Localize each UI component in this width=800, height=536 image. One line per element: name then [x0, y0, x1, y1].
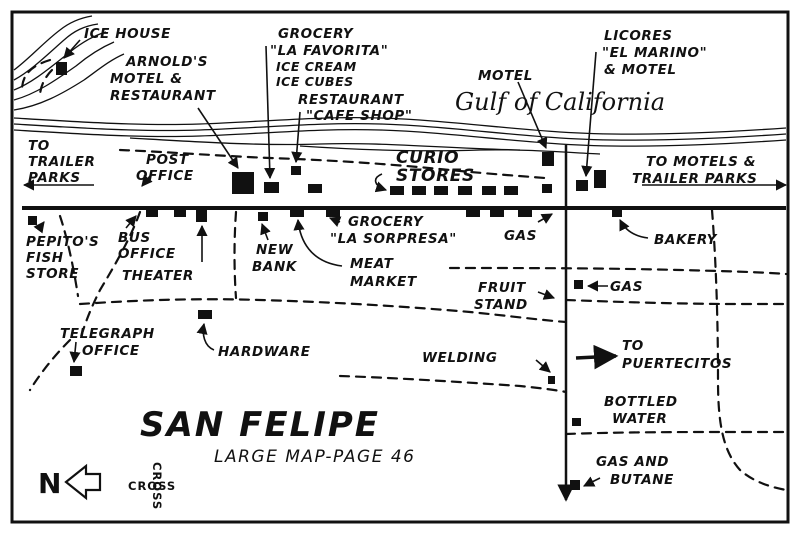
label-gas-1: GAS — [504, 228, 537, 244]
label-arnolds-1: ARNOLD'S — [125, 54, 208, 70]
label-new-bank-2: BANK — [252, 259, 298, 275]
cross-marker: CROSS CROSS — [128, 462, 176, 510]
label-licores-3: & MOTEL — [604, 62, 677, 78]
label-curio-2: STORES — [396, 166, 475, 186]
label-pepitos-3: STORE — [26, 266, 79, 282]
label-meat-market-2: MARKET — [350, 274, 418, 290]
label-hardware: HARDWARE — [218, 344, 311, 360]
label-grocery-favorita-3: ICE CREAM — [276, 59, 357, 74]
label-to-motels-1: TO MOTELS & — [646, 154, 756, 170]
label-theater: THEATER — [122, 268, 194, 284]
grocery-favorita-building — [264, 182, 279, 193]
buildings — [28, 62, 622, 490]
label-post-office-1: POST — [146, 152, 190, 168]
label-licores-2: "EL MARINO" — [602, 45, 707, 61]
label-to-puertecitos-1: TO — [622, 338, 644, 354]
cafe-shop-building — [291, 166, 301, 175]
label-telegraph-2: OFFICE — [82, 343, 140, 359]
water-label: Gulf of California — [455, 88, 665, 116]
label-ice-house: ICE HOUSE — [84, 26, 171, 42]
label-bus-office-2: OFFICE — [118, 246, 176, 262]
licores-building — [576, 180, 588, 191]
ice-house-building — [56, 62, 67, 75]
label-grocery-sorpresa-2: "LA SORPRESA" — [330, 231, 457, 247]
label-grocery-favorita-4: ICE CUBES — [276, 74, 354, 89]
label-arnolds-3: RESTAURANT — [110, 88, 217, 104]
label-to-trailer-parks-2: TRAILER — [28, 154, 96, 170]
place-labels: ICE HOUSE ARNOLD'S MOTEL & RESTAURANT GR… — [26, 26, 757, 488]
label-licores-1: LICORES — [604, 28, 673, 44]
map-subtitle: LARGE MAP-PAGE 46 — [214, 447, 415, 467]
label-motel: MOTEL — [478, 68, 533, 84]
pointers — [22, 39, 788, 487]
label-gas-2: GAS — [610, 279, 643, 295]
map-frame — [10, 10, 790, 524]
label-gas-butane-1: GAS AND — [596, 454, 669, 470]
label-post-office-2: OFFICE — [136, 168, 194, 184]
label-bottled-water-1: BOTTLED — [604, 394, 678, 410]
label-to-trailer-parks-1: TO — [28, 138, 50, 154]
label-grocery-favorita-1: GROCERY — [278, 26, 354, 42]
label-restaurant-cafe-1: RESTAURANT — [298, 92, 405, 108]
label-bakery: BAKERY — [654, 232, 718, 248]
label-bottled-water-2: WATER — [612, 411, 667, 427]
label-restaurant-cafe-2: "CAFE SHOP" — [306, 108, 413, 124]
label-new-bank-1: NEW — [256, 242, 294, 258]
label-telegraph-1: TELEGRAPH — [60, 326, 155, 342]
cross-label-vertical: CROSS — [150, 462, 164, 510]
label-arnolds-2: MOTEL & — [110, 71, 183, 87]
dirt-roads — [20, 58, 788, 492]
label-curio-1: CURIO — [396, 148, 459, 168]
label-pepitos-2: FISH — [26, 250, 64, 266]
north-arrow-icon: N — [38, 463, 102, 501]
label-gas-butane-2: BUTANE — [610, 472, 674, 488]
map-title: SAN FELIPE — [140, 405, 380, 445]
cross-label-horizontal: CROSS — [128, 479, 176, 493]
label-to-trailer-parks-3: PARKS — [28, 170, 81, 186]
label-to-puertecitos-2: PUERTECITOS — [622, 356, 732, 372]
label-welding: WELDING — [422, 350, 498, 366]
north-label: N — [38, 467, 61, 500]
label-fruit-stand-2: STAND — [474, 297, 528, 313]
label-pepitos-1: PEPITO'S — [26, 234, 99, 250]
coastline — [13, 116, 787, 155]
arnolds-building — [232, 172, 254, 194]
label-grocery-favorita-2: "LA FAVORITA" — [270, 43, 388, 59]
label-fruit-stand-1: FRUIT — [478, 280, 527, 296]
post-office-building — [308, 184, 322, 193]
label-grocery-sorpresa-1: GROCERY — [348, 214, 424, 230]
label-to-motels-2: TRAILER PARKS — [632, 171, 757, 187]
label-bus-office-1: BUS — [118, 230, 151, 246]
label-meat-market-1: MEAT — [350, 256, 395, 272]
motel-building — [542, 152, 554, 166]
